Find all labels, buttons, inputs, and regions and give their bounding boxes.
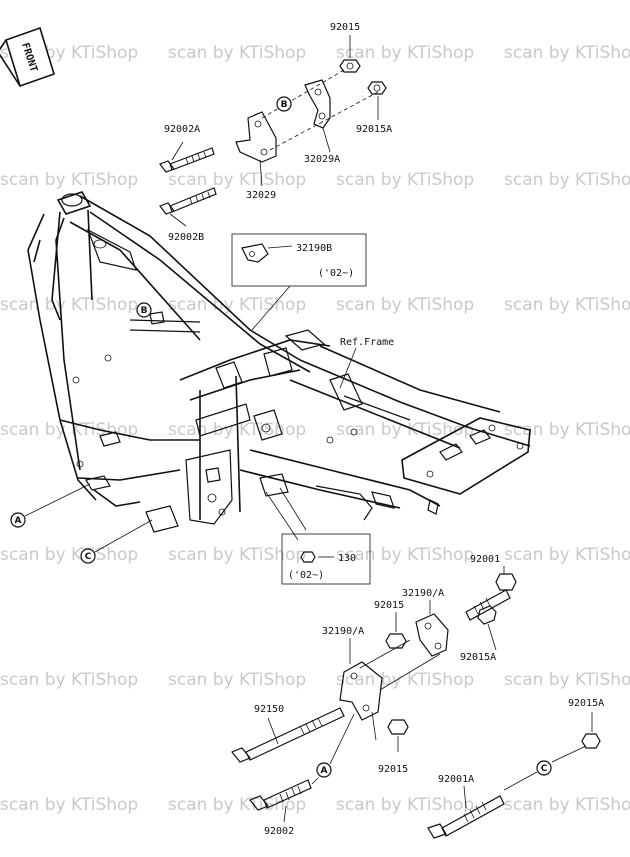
part-label-92015A: 92015A [356, 124, 392, 135]
watermark-text: scan by KTiShop [168, 670, 306, 690]
nut-icon [300, 551, 316, 563]
lower-bracket-assembly: A C [231, 566, 601, 839]
watermark-text: scan by KTiShop [504, 795, 630, 815]
part-label-92002A: 92002A [164, 124, 200, 135]
nut-icon [367, 81, 387, 95]
bolt-92002A [159, 147, 215, 173]
part-label-92015: 92015 [378, 764, 408, 775]
svg-text:B: B [281, 100, 288, 110]
inset-box [281, 533, 371, 585]
nut-icon [339, 59, 361, 73]
front-arrow-icon: FRONT [0, 26, 55, 88]
bracket-32190A-upper [415, 613, 449, 657]
watermark-text: scan by KTiShop [0, 545, 138, 565]
inset-130 [281, 533, 371, 585]
watermark-text: scan by KTiShop [336, 545, 474, 565]
part-label-92001: 92001 [470, 554, 500, 565]
year-note: ('02~) [318, 268, 354, 279]
part-label-32190A: 32190/A [322, 626, 364, 637]
nut-icon [477, 605, 497, 625]
watermark-text: scan by KTiShop [504, 295, 630, 315]
year-note: ('02~) [288, 570, 324, 581]
part-label-92001A: 92001A [438, 774, 474, 785]
callout-c-icon [80, 548, 96, 564]
watermark-text: scan by KTiShop [336, 43, 474, 63]
bolt-92150 [231, 707, 345, 763]
svg-text:B: B [141, 306, 148, 316]
motorcycle-frame: B [27, 191, 531, 541]
watermark-text: scan by KTiShop [336, 795, 474, 815]
watermark-text: scan by KTiShop [504, 670, 630, 690]
left-callouts: A C [10, 483, 153, 564]
svg-text:C: C [85, 552, 92, 562]
svg-text:A: A [321, 766, 328, 776]
nut-icon [387, 719, 409, 735]
watermark-text: scan by KTiShop [336, 295, 474, 315]
part-label-130: 130 [338, 553, 356, 564]
part-label-92015A: 92015A [568, 698, 604, 709]
part-label-92015A: 92015A [460, 652, 496, 663]
part-label-92015: 92015 [330, 22, 360, 33]
svg-text:A: A [15, 516, 22, 526]
bolt-92001A [427, 785, 505, 839]
watermark-text: scan by KTiShop [168, 545, 306, 565]
watermark-text: scan by KTiShop [504, 545, 630, 565]
part-label-32190A: 32190/A [402, 588, 444, 599]
watermark-text: scan by KTiShop [336, 170, 474, 190]
watermark-text: scan by KTiShop [336, 670, 474, 690]
watermark-text: scan by KTiShop [0, 295, 138, 315]
bolt-92001 [465, 566, 517, 621]
part-label-92002: 92002 [264, 826, 294, 837]
bracket-32190A-lower [339, 661, 383, 721]
nut-icon [581, 733, 601, 749]
watermark-text: scan by KTiShop [168, 795, 306, 815]
callout-a-icon [316, 762, 332, 778]
inset-box [231, 233, 367, 287]
part-label-32190B: 32190B [296, 243, 332, 254]
watermark-text: scan by KTiShop [336, 420, 474, 440]
bolt-92002B [159, 187, 217, 227]
watermark-text: scan by KTiShop [0, 795, 138, 815]
part-label-92150: 92150 [254, 704, 284, 715]
watermark-text: scan by KTiShop [168, 295, 306, 315]
callout-c-icon [536, 760, 552, 776]
watermark-text: scan by KTiShop [504, 170, 630, 190]
watermark-text: scan by KTiShop [0, 670, 138, 690]
watermark-text: scan by KTiShop [168, 170, 306, 190]
ref-frame-label: Ref.Frame [340, 337, 394, 348]
bolt-92002 [249, 777, 319, 823]
part-labels: 92015 92002A 92015A 32029A 32029 92002B … [164, 22, 604, 837]
watermark-text: scan by KTiShop [168, 43, 306, 63]
callout-a-icon [10, 512, 26, 528]
part-label-32029A: 32029A [304, 154, 340, 165]
bracket-32029 [235, 111, 277, 163]
nut-icon [385, 633, 407, 649]
watermark-text: scan by KTiShop [504, 43, 630, 63]
inset-32190B [231, 233, 367, 331]
bracket-32029A [304, 79, 331, 129]
callout-b-icon [136, 302, 152, 318]
callout-b-icon [276, 96, 292, 112]
watermark-text: scan by KTiShop [504, 420, 630, 440]
part-label-92002B: 92002B [168, 232, 204, 243]
part-label-32029: 32029 [246, 190, 276, 201]
top-bracket-assembly: B [159, 35, 387, 227]
part-label-92015: 92015 [374, 600, 404, 611]
watermark-text: scan by KTiShop [0, 170, 138, 190]
svg-text:C: C [541, 764, 548, 774]
